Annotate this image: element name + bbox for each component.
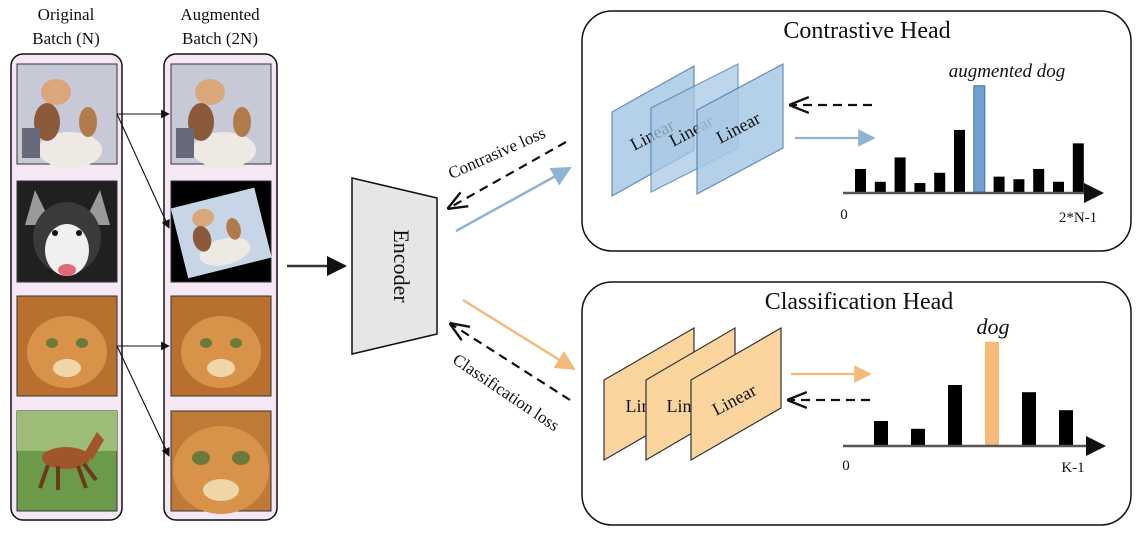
classification-linear-layer-3 bbox=[690, 326, 782, 462]
contrastive-bar-8 bbox=[1013, 179, 1025, 192]
contrastive-bar-11 bbox=[1072, 143, 1084, 192]
contrastive-bar-2 bbox=[894, 157, 906, 192]
image-cat-augmented-zoomed bbox=[170, 410, 272, 514]
classification-loss-arrow bbox=[451, 324, 571, 401]
contrastive-bar-5 bbox=[954, 129, 965, 192]
image-husky-original bbox=[16, 180, 118, 283]
augmented-batch-title-line2: Batch (2N) bbox=[182, 29, 258, 48]
augmented-batch-panel bbox=[163, 53, 278, 521]
original-batch-title-line1: Original bbox=[38, 5, 95, 24]
contrastive-bar-9 bbox=[1033, 168, 1045, 192]
classification-bar-4 bbox=[1022, 392, 1036, 445]
classification-highlight-label: dog bbox=[977, 314, 1010, 339]
augmented-batch-title-line1: Augmented bbox=[180, 5, 260, 24]
classification-head-title: Classification Head bbox=[765, 289, 954, 315]
encoder-label: Encoder bbox=[389, 229, 414, 303]
contrastive-bar-3 bbox=[914, 183, 926, 192]
contrastive-loss-arrow bbox=[449, 141, 567, 208]
contrastive-highlight-label: augmented dog bbox=[949, 61, 1066, 82]
contrastive-head-title: Contrastive Head bbox=[783, 18, 950, 44]
classification-axis-start: 0 bbox=[842, 458, 850, 474]
contrastive-highlight-bar bbox=[973, 85, 986, 193]
classification-axis-end: K-1 bbox=[1061, 460, 1084, 476]
contrastive-histogram bbox=[843, 85, 1104, 203]
image-cat-original bbox=[16, 295, 118, 397]
augmentation-mapping-lines bbox=[116, 109, 170, 457]
classification-bar-5 bbox=[1059, 410, 1073, 445]
image-beagle-augmented-rotated bbox=[170, 180, 272, 283]
classification-bar-2 bbox=[948, 385, 962, 445]
contrastive-forward-arrow bbox=[455, 166, 572, 233]
contrastive-bar-4 bbox=[934, 172, 946, 192]
contrastive-bar-10 bbox=[1053, 181, 1064, 192]
classification-linear-stack: Linear Linear Linear bbox=[603, 326, 782, 462]
original-batch-title-line2: Batch (N) bbox=[32, 29, 100, 48]
contrastive-bar-1 bbox=[874, 181, 886, 192]
contrastive-axis-end: 2*N-1 bbox=[1059, 210, 1097, 226]
image-beagle-original bbox=[16, 63, 118, 168]
classification-histogram bbox=[843, 341, 1106, 456]
encoder-block bbox=[351, 177, 438, 355]
contrastive-linear-layer-3 bbox=[696, 62, 784, 196]
classification-loss-label: Classification loss bbox=[449, 350, 563, 435]
original-batch-panel bbox=[10, 53, 123, 521]
classification-bar-0 bbox=[874, 421, 888, 445]
classification-bar-1 bbox=[911, 428, 925, 445]
image-horse-original bbox=[16, 410, 118, 512]
contrastive-loss-label: Contrasive loss bbox=[445, 123, 548, 183]
classification-forward-arrow bbox=[462, 298, 576, 371]
contrastive-axis-start: 0 bbox=[840, 207, 848, 223]
contrastive-bar-7 bbox=[993, 176, 1005, 192]
classification-highlight-bar bbox=[985, 341, 999, 445]
image-beagle-augmented-1 bbox=[170, 63, 272, 168]
image-cat-augmented-1 bbox=[170, 295, 272, 397]
contrastive-bar-0 bbox=[855, 168, 866, 192]
contrastive-linear-stack: Linear Linear Linear bbox=[611, 62, 784, 198]
